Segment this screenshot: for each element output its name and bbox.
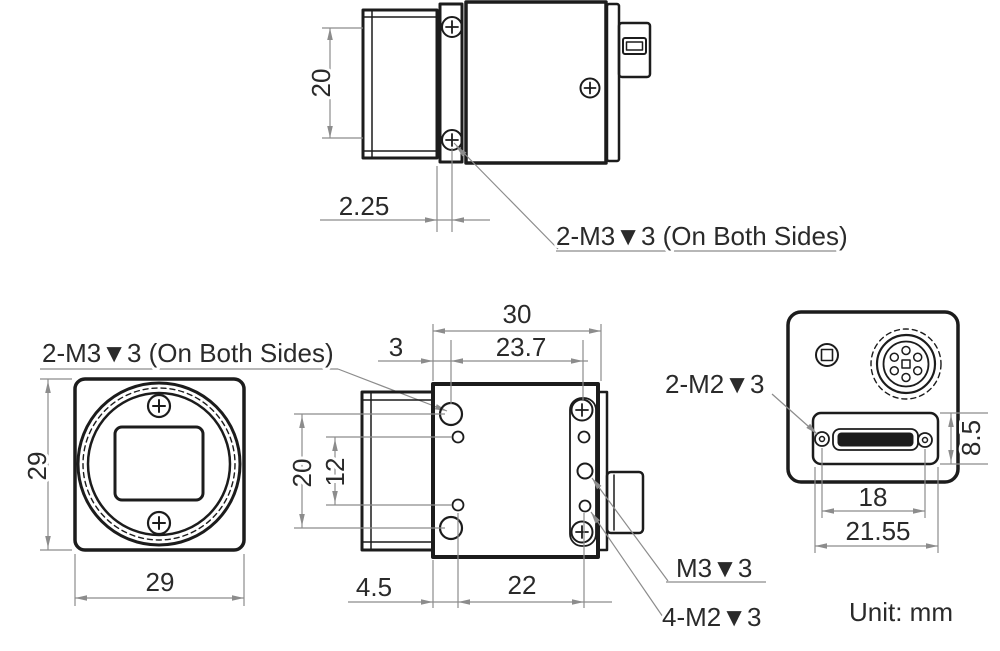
lens-mount-inner-circle	[86, 391, 232, 537]
back-plate-strip	[605, 2, 621, 163]
dim-label-21-55: 21.55	[845, 516, 910, 546]
status-led	[815, 343, 839, 367]
dim-label-23-7: 23.7	[496, 332, 547, 362]
back-plate-side	[596, 390, 609, 552]
dim-label-8-5: 8.5	[956, 420, 986, 456]
m2-hole-right-top	[577, 430, 591, 444]
front-plate	[438, 2, 464, 164]
dim-side-depth: 30	[432, 296, 602, 381]
dim-side-hole-row: 3 23.7	[378, 329, 588, 404]
front-plate-screw-bottom	[441, 129, 463, 151]
camera-body-front	[73, 377, 246, 552]
dim-rear-recess-width: 21.55	[814, 467, 939, 553]
m2-depth-label: 4-M2▼3	[662, 602, 761, 632]
data-connector-slot	[837, 432, 914, 447]
dim-label-20-top: 20	[306, 69, 336, 98]
dim-side-m2-spacing: 12	[317, 436, 452, 506]
data-connector	[832, 428, 919, 451]
dim-side-m3-spacing: 20	[284, 413, 445, 529]
io-connector-slot-inner	[625, 41, 644, 51]
front-thread-callout: 2-M3▼3 (On Both Sides)	[39, 335, 448, 412]
m3-depth-label: M3▼3	[676, 553, 752, 583]
mount-screw-top	[146, 393, 172, 419]
front-thread-label: 2-M3▼3 (On Both Sides)	[42, 338, 334, 368]
unit-note: Unit: mm	[849, 597, 953, 627]
top-side-view: 20 2.25 2-M3▼3 (On Both Sides)	[303, 0, 851, 254]
rear-thread-label: 2-M2▼3	[665, 369, 764, 399]
power-io-circular-connector	[870, 328, 942, 400]
rear-view: 2-M2▼3 18 21.55 8.5	[662, 310, 989, 553]
front-plate-screw-top	[441, 16, 463, 38]
io-connector-block	[617, 21, 652, 79]
m2-hole-right-bottom	[578, 499, 592, 513]
lens-mount-outer-circle	[76, 381, 242, 547]
rear-screw-bottom	[570, 520, 594, 544]
camera-body-top	[464, 0, 608, 165]
dim-side-bottom-row: 4.5 22	[348, 513, 612, 608]
data-connector-recess	[811, 411, 940, 466]
lens-barrel-outline	[361, 8, 439, 160]
dim-top-screw-offset: 2.25	[320, 148, 490, 232]
dim-label-20-side: 20	[287, 459, 317, 488]
dim-front-width: 29	[74, 554, 245, 606]
m2-hole-left-bottom	[451, 498, 465, 512]
dim-label-4-5: 4.5	[356, 572, 392, 602]
dim-label-12: 12	[320, 458, 350, 487]
camera-body-rear	[786, 310, 960, 484]
dim-label-22: 22	[508, 570, 537, 600]
m3-depth-callout: M3▼3	[591, 477, 766, 586]
m3-hole-right-center	[576, 462, 594, 480]
dim-label-30: 30	[503, 299, 532, 329]
dim-label-3: 3	[389, 332, 403, 362]
m2-depth-callout: 4-M2▼3	[590, 511, 764, 635]
sensor-window	[113, 425, 205, 502]
m2-hole-left-top	[451, 430, 465, 444]
top-thread-label: 2-M3▼3 (On Both Sides)	[556, 221, 848, 251]
dim-label-29-bottom: 29	[146, 567, 175, 597]
top-thread-callout: 2-M3▼3 (On Both Sides)	[453, 142, 851, 254]
dim-label-18: 18	[859, 482, 888, 512]
lens-mount-thread-circle	[82, 387, 236, 541]
side-view: 30 3 23.7 4.5 22	[284, 296, 766, 635]
rear-screw-top	[570, 398, 594, 422]
io-connector-side	[605, 470, 645, 535]
dim-rear-screw-spacing: 18	[821, 448, 926, 518]
dim-label-2-25: 2.25	[339, 191, 390, 221]
dim-top-lens-height: 20	[303, 27, 363, 139]
dim-front-height: 29	[19, 378, 72, 551]
front-view: 29 29 2-M3▼3 (On Both Sides)	[19, 335, 448, 606]
rear-thread-callout: 2-M2▼3	[662, 366, 818, 435]
lens-barrel-side	[360, 390, 435, 552]
mount-screw-bottom	[146, 510, 172, 536]
dim-rear-recess-height: 8.5	[940, 412, 989, 465]
dim-label-29-left: 29	[22, 452, 52, 481]
io-connector-slot	[622, 37, 647, 55]
body-screw	[579, 77, 601, 99]
